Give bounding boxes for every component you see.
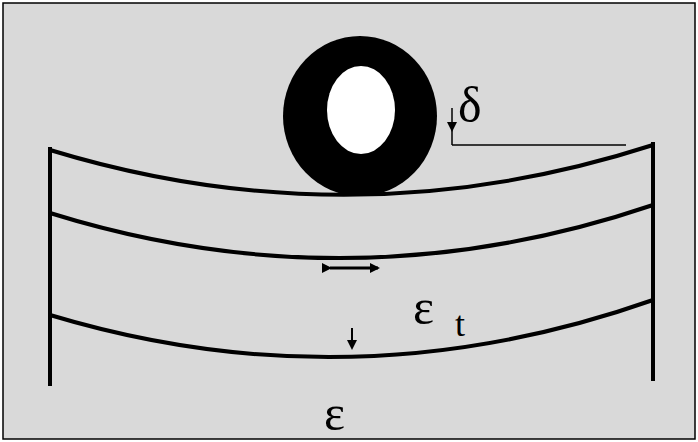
base-layer <box>50 205 653 258</box>
strain-symbol: ε <box>324 388 345 438</box>
reference-line <box>452 144 626 146</box>
subgrade-layer <box>50 300 653 357</box>
deflection-arrow <box>451 108 453 130</box>
side-line <box>48 147 52 386</box>
side-line <box>651 142 655 381</box>
tensile-strain-arrow <box>330 267 378 270</box>
tire-hole <box>327 66 395 154</box>
tire <box>283 36 437 196</box>
deflection-tick <box>451 130 453 145</box>
vertical-strain-arrow <box>351 328 353 348</box>
strain-subscript: t <box>455 306 465 342</box>
deflection-symbol: δ <box>458 80 482 130</box>
strain-symbol: ε <box>413 282 434 332</box>
frame <box>3 3 695 439</box>
